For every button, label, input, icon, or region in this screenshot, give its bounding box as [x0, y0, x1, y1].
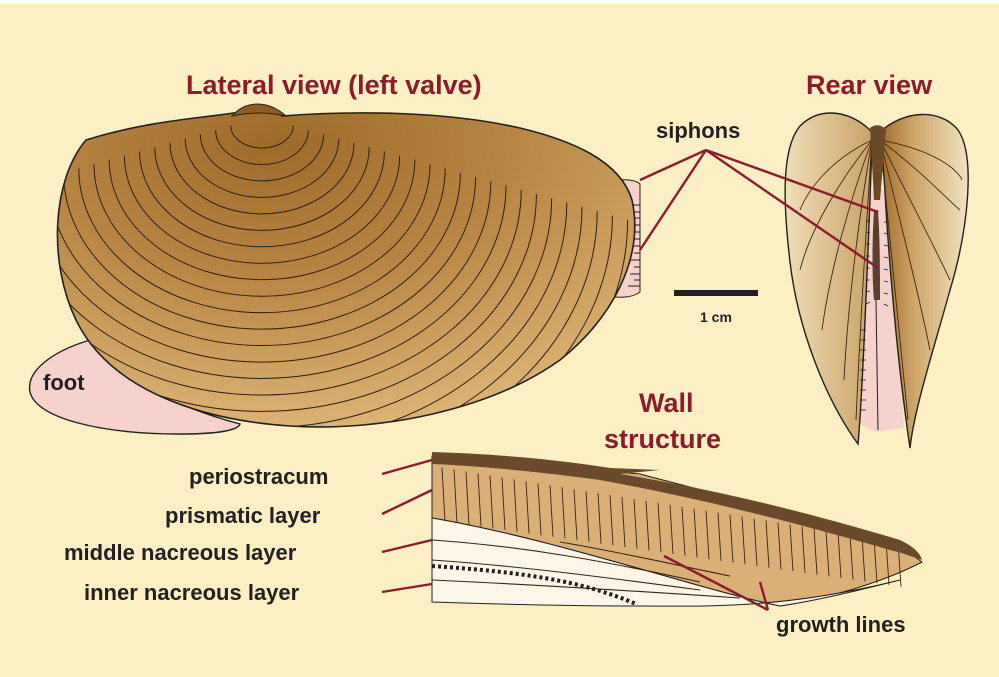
- inner-nacreous-layer-label: inner nacreous layer: [84, 580, 300, 605]
- inner-nacre-leader: [382, 584, 432, 592]
- rear-left-valve: [785, 113, 872, 444]
- periostracum-leader: [382, 460, 432, 474]
- growth-lines-label: growth lines: [776, 612, 906, 637]
- prismatic-layer-label: prismatic layer: [165, 503, 321, 528]
- middle-nacre-leader: [382, 540, 432, 552]
- wall-structure-illustration: [432, 452, 922, 606]
- wall-structure-title-line1: Wall: [639, 388, 694, 418]
- prismatic-leader: [382, 490, 432, 514]
- rear-view-title: Rear view: [806, 70, 933, 100]
- left-valve-shell: [57, 105, 634, 427]
- middle-nacreous-layer-label: middle nacreous layer: [64, 540, 297, 565]
- scale-label: 1 cm: [700, 309, 732, 325]
- scale-bar: [674, 290, 758, 296]
- periostracum-label: periostracum: [189, 464, 328, 489]
- foot-label: foot: [43, 370, 85, 395]
- lateral-view-title: Lateral view (left valve): [186, 70, 482, 100]
- wall-structure-title-line2: structure: [604, 424, 721, 454]
- siphons-label: siphons: [656, 118, 740, 143]
- rear-view-illustration: [785, 113, 968, 448]
